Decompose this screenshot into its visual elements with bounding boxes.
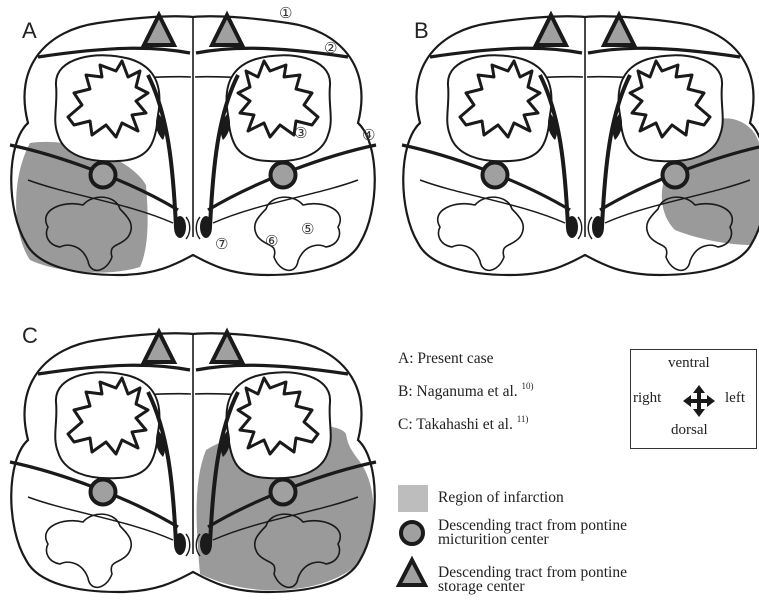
- compass-right: right: [633, 390, 661, 407]
- panel-c-diagram: [10, 332, 376, 592]
- key-infarction-label: Region of infarction: [438, 491, 564, 505]
- compass-ventral: ventral: [668, 355, 710, 372]
- compass-left: left: [725, 390, 745, 407]
- marker-1: ①: [279, 4, 292, 22]
- compass-dorsal: dorsal: [671, 422, 708, 439]
- marker-6: ⑥: [265, 232, 278, 250]
- key-micturition-label: Descending tract from pontine micturitio…: [438, 519, 627, 547]
- legend-ref-c: C: Takahashi et al. 11): [398, 416, 528, 434]
- marker-4: ④: [362, 126, 375, 144]
- panel-label-c: C: [22, 323, 38, 349]
- orientation-compass: ventral right left dorsal: [630, 349, 757, 449]
- panel-b-diagram: [402, 15, 759, 275]
- marker-3: ③: [294, 124, 307, 142]
- panel-label-b: B: [414, 18, 429, 44]
- legend-ref-a: A: Present case: [398, 350, 494, 368]
- panel-label-a: A: [22, 18, 37, 44]
- marker-7: ⑦: [215, 235, 228, 253]
- panel-a-diagram: [10, 15, 376, 275]
- micturition-key-circle: [401, 522, 423, 544]
- legend-ref-b: B: Naganuma et al. 10): [398, 383, 534, 401]
- storage-key-triangle: [399, 560, 425, 585]
- marker-2: ②: [324, 39, 337, 57]
- infarction-key-swatch: [398, 485, 428, 512]
- key-storage-label: Descending tract from pontine storage ce…: [438, 566, 627, 594]
- marker-5: ⑤: [301, 220, 314, 238]
